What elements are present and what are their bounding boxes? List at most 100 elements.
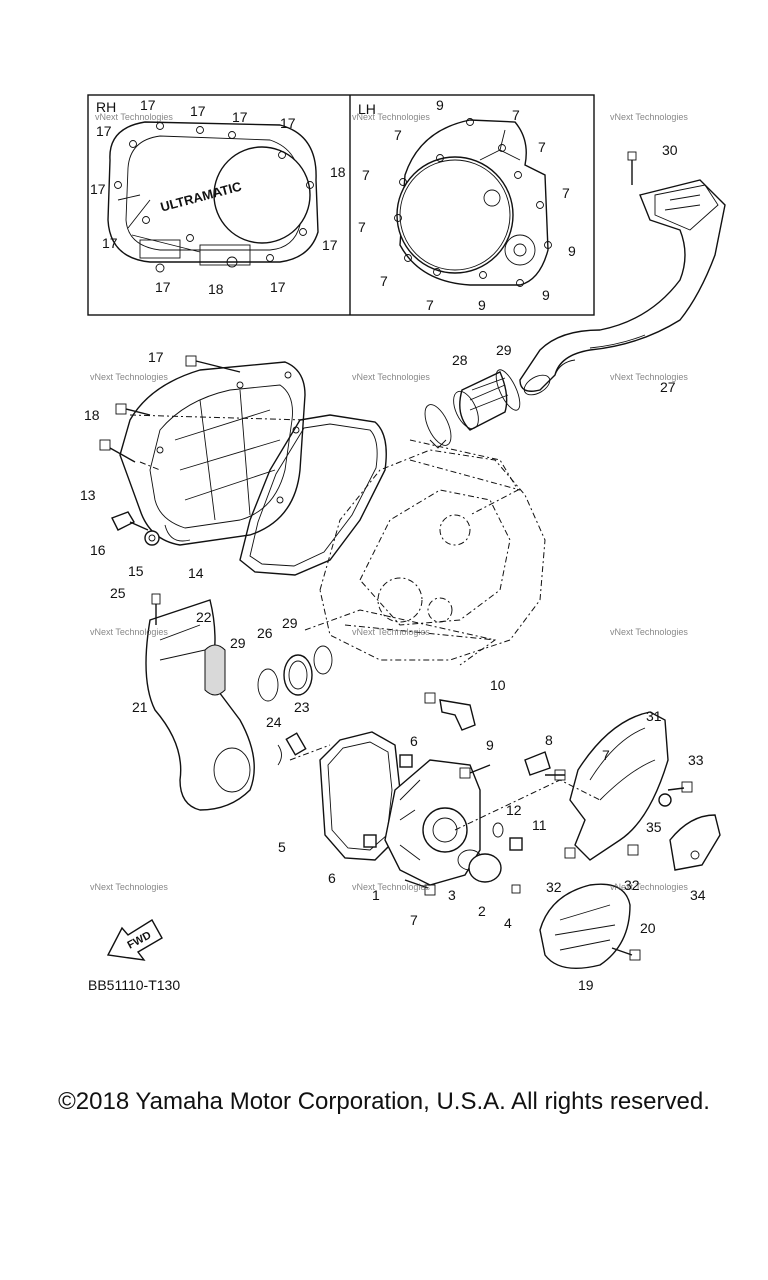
clip-24 <box>277 744 282 766</box>
callout-number: 33 <box>688 752 704 768</box>
fwd-arrow-icon <box>106 919 163 961</box>
callout-number: 21 <box>132 699 148 715</box>
oring-12 <box>492 822 504 838</box>
watermark: vNext Technologies <box>352 627 430 637</box>
callout-number: 18 <box>208 281 224 297</box>
parts-diagram: RH LH ULTRAMATIC <box>80 94 726 993</box>
cover-1 <box>384 759 481 886</box>
callout-number: 7 <box>410 912 418 928</box>
callout-number: 31 <box>646 708 662 724</box>
callout-number: 18 <box>84 407 100 423</box>
bolt-7-right <box>545 769 566 781</box>
cover-19 <box>539 883 631 969</box>
gasket-14 <box>239 414 387 576</box>
watermark: vNext Technologies <box>610 882 688 892</box>
callout-number: 17 <box>90 181 106 197</box>
callout-number: 1 <box>372 887 380 903</box>
callout-number: 18 <box>330 164 346 180</box>
callout-number: 7 <box>562 185 570 201</box>
plate-34 <box>669 814 721 871</box>
callout-number: 9 <box>436 97 444 113</box>
callout-number: 20 <box>640 920 656 936</box>
callout-number: 17 <box>322 237 338 253</box>
plug-11 <box>509 837 523 851</box>
watermark: vNext Technologies <box>90 882 168 892</box>
callout-number: 9 <box>478 297 486 313</box>
callout-number: 32 <box>546 879 562 895</box>
screw-30 <box>627 151 637 185</box>
callout-number: 6 <box>328 870 336 886</box>
watermark: vNext Technologies <box>610 372 688 382</box>
callout-number: 6 <box>410 733 418 749</box>
callout-number: 7 <box>362 167 370 183</box>
bolt-18 <box>99 439 136 463</box>
callout-number: 24 <box>266 714 282 730</box>
watermark: vNext Technologies <box>352 372 430 382</box>
callout-number: 14 <box>188 565 204 581</box>
callout-number: 11 <box>532 817 547 833</box>
watermark: vNext Technologies <box>90 627 168 637</box>
callout-number: 13 <box>80 487 96 503</box>
callout-number: 17 <box>96 123 112 139</box>
callout-number: 2 <box>478 903 486 919</box>
watermark: vNext Technologies <box>90 372 168 382</box>
screw-4 <box>511 884 521 894</box>
bolt-10 <box>424 692 476 731</box>
crankcase-cover-13 <box>119 361 306 546</box>
callout-number: 17 <box>190 103 206 119</box>
joint-28 <box>453 371 509 431</box>
callout-number: 26 <box>257 625 273 641</box>
rh-label: RH <box>96 99 116 115</box>
guard-31 <box>569 711 672 861</box>
bolt-9 <box>459 764 491 779</box>
callout-number: 12 <box>506 802 522 818</box>
bolt-17 <box>185 355 241 373</box>
screw-25 <box>151 593 161 625</box>
bolt-7-lower <box>404 879 436 896</box>
callout-number: 9 <box>542 287 550 303</box>
callout-number: 29 <box>282 615 298 631</box>
watermark: vNext Technologies <box>95 112 173 122</box>
diagram-code: BB51110-T130 <box>88 977 180 993</box>
clamp-29-left <box>257 668 279 702</box>
callout-number: 17 <box>102 235 118 251</box>
dowel-6-lower <box>363 834 377 848</box>
seal-15 <box>144 530 160 546</box>
callout-number: 7 <box>602 747 610 763</box>
copyright-text: ©2018 Yamaha Motor Corporation, U.S.A. A… <box>58 1088 710 1115</box>
cap-2 <box>468 853 502 883</box>
callout-number: 7 <box>380 273 388 289</box>
clamp-29-upper <box>424 369 521 449</box>
inset-frame <box>87 94 595 316</box>
callout-number: 4 <box>504 915 512 931</box>
bolt-32-left <box>564 847 576 859</box>
crankcase-reference <box>319 449 546 661</box>
callout-number: 8 <box>545 732 553 748</box>
callout-number: 5 <box>278 839 286 855</box>
bolt-32-right <box>627 844 639 856</box>
callout-number: 15 <box>128 563 144 579</box>
callout-number: 7 <box>538 139 546 155</box>
callout-number: 7 <box>426 297 434 313</box>
bolt-20 <box>611 947 641 961</box>
watermark: vNext Technologies <box>610 112 688 122</box>
callout-number: 29 <box>496 342 512 358</box>
callout-number: 17 <box>140 97 156 113</box>
pin-23 <box>285 732 307 756</box>
callout-number: 17 <box>280 115 296 131</box>
callout-number: 17 <box>148 349 164 365</box>
callout-number: 35 <box>646 819 662 835</box>
callout-number: 7 <box>394 127 402 143</box>
callout-number: 22 <box>196 609 212 625</box>
bolt-33 <box>667 781 693 793</box>
callout-number: 34 <box>690 887 706 903</box>
callout-number: 25 <box>110 585 126 601</box>
callout-number: 30 <box>662 142 678 158</box>
callout-number: 17 <box>232 109 248 125</box>
air-duct-27 <box>519 179 726 396</box>
callout-number: 16 <box>90 542 106 558</box>
plug-16 <box>111 511 149 531</box>
joint-26 <box>283 654 313 696</box>
callout-number: 19 <box>578 977 594 993</box>
callout-number: 7 <box>358 219 366 235</box>
